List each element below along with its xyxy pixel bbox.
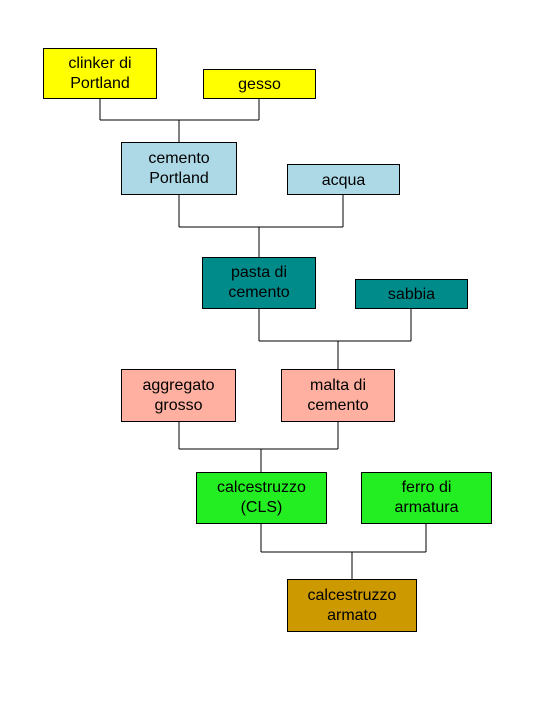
node-malta-di-cemento: malta di cemento: [281, 369, 395, 422]
node-ferro-di-armatura: ferro di armatura: [361, 472, 492, 524]
node-acqua: acqua: [287, 164, 400, 195]
node-aggregato-grosso: aggregato grosso: [121, 369, 236, 422]
node-gesso: gesso: [203, 69, 316, 99]
node-clinker-di-portland: clinker di Portland: [43, 48, 157, 99]
node-calcestruzzo-cls: calcestruzzo (CLS): [196, 472, 327, 524]
node-calcestruzzo-armato: calcestruzzo armato: [287, 579, 417, 632]
node-sabbia: sabbia: [355, 279, 468, 309]
node-pasta-di-cemento: pasta di cemento: [202, 257, 316, 309]
node-cemento-portland: cemento Portland: [121, 142, 237, 195]
